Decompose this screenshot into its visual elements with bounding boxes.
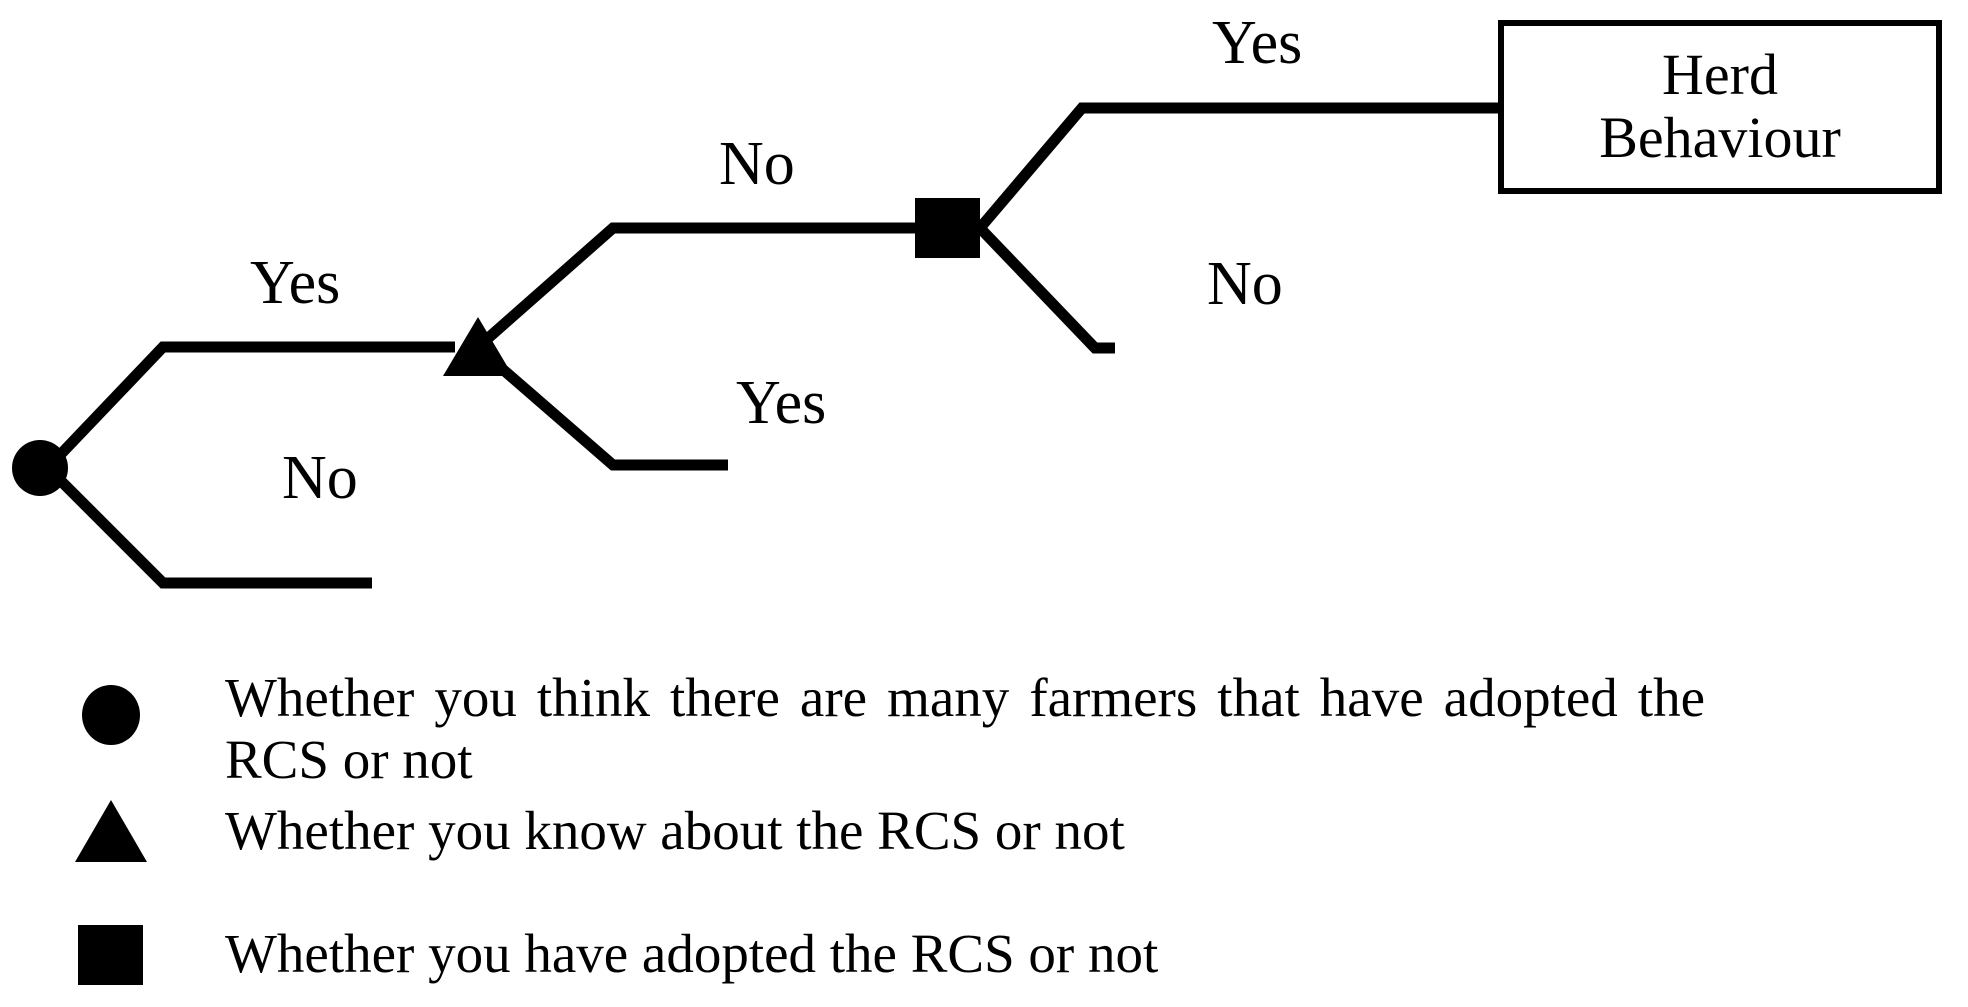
branch-label-root-yes: Yes (250, 249, 341, 317)
outcome-box: Herd Behaviour (1498, 20, 1942, 194)
edge-root-no (58, 478, 372, 589)
node-adopted-square (915, 198, 980, 258)
legend-label-triangle: Whether you know about the RCS or not (225, 800, 1125, 861)
edge-know-no (482, 222, 930, 345)
edge-know-yes (488, 355, 728, 471)
branch-label-adopted-no: No (1207, 250, 1283, 318)
square-icon (78, 925, 143, 985)
node-root-circle (12, 440, 68, 496)
outcome-line-1: Herd (1662, 42, 1778, 108)
tree-graphic (12, 102, 1500, 589)
branch-label-know-yes: Yes (736, 369, 827, 437)
legend-label-square: Whether you have adopted the RCS or not (225, 923, 1159, 984)
outcome-line-2: Behaviour (1599, 105, 1841, 170)
edge-adopted-yes (975, 102, 1500, 232)
branch-label-adopted-yes: Yes (1212, 9, 1303, 77)
edge-adopted-no (976, 224, 1115, 354)
node-know-triangle (443, 317, 513, 376)
branch-label-know-no: No (719, 130, 795, 198)
legend-label-circle: Whether you think there are many farmers… (225, 667, 1705, 790)
edge-root-yes (56, 341, 455, 459)
circle-icon (82, 685, 140, 745)
triangle-icon (75, 800, 147, 862)
branch-label-root-no: No (282, 444, 358, 512)
